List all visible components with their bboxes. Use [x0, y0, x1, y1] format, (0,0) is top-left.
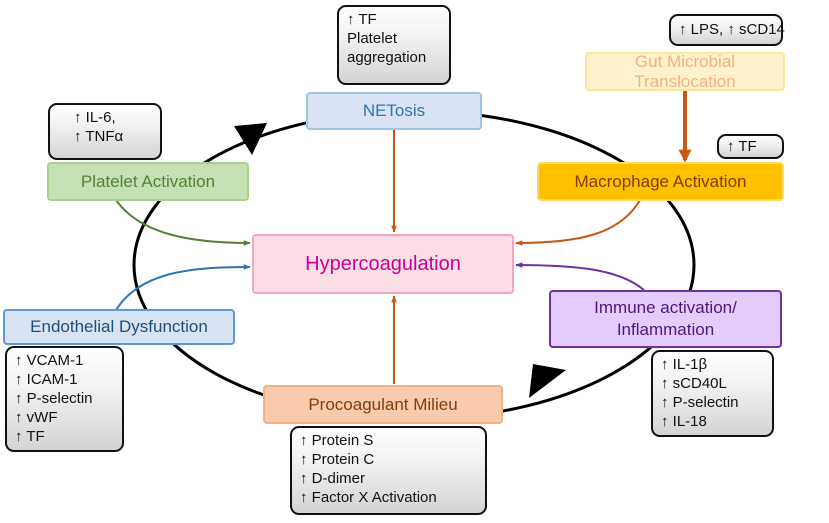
node-endothelial-label: Endothelial Dysfunction [30, 317, 208, 336]
node-hypercoagulation: Hypercoagulation [252, 234, 514, 294]
note-procoagulant: ↑ Protein S ↑ Protein C ↑ D-dimer ↑ Fact… [290, 426, 487, 515]
note-macrophage: ↑ TF [717, 134, 784, 159]
note-immune-line: ↑ P-selectin [661, 394, 739, 411]
note-endothelial-line: ↑ vWF [15, 409, 58, 426]
note-endothelial-line: ↑ ICAM-1 [15, 371, 78, 388]
node-macrophage-activation: Macrophage Activation [537, 162, 784, 201]
note-platelet-line: ↑ TNFα [74, 128, 124, 145]
note-platelet: ↑ IL-6, ↑ TNFα [48, 103, 162, 160]
note-immune: ↑ IL-1β ↑ sCD40L ↑ P-selectin ↑ IL-18 [651, 350, 774, 437]
cycle-arrow-upper-left [234, 123, 267, 155]
node-macrophage-label: Macrophage Activation [574, 171, 747, 191]
note-procoagulant-line: ↑ Factor X Activation [300, 489, 437, 506]
note-netosis-line: aggregation [347, 49, 427, 66]
node-platelet-activation: Platelet Activation [47, 162, 249, 201]
note-netosis-line: Platelet [347, 30, 398, 47]
note-immune-line: ↑ sCD40L [661, 375, 727, 392]
note-gut-line: ↑ LPS, ↑ sCD14 [679, 21, 785, 38]
node-endothelial-dysfunction: Endothelial Dysfunction [3, 309, 235, 345]
cycle-arrow-lower-right [529, 364, 566, 398]
note-procoagulant-line: ↑ D-dimer [300, 470, 366, 487]
arrow-macrophage-to-hypercoagulation [515, 199, 641, 246]
note-platelet-line: ↑ IL-6, [74, 109, 116, 126]
note-procoagulant-line: ↑ Protein C [300, 451, 375, 468]
node-procoagulant-milieu: Procoagulant Milieu [263, 385, 503, 424]
note-endothelial-line: ↑ VCAM-1 [15, 352, 84, 369]
note-endothelial-line: ↑ TF [15, 428, 45, 445]
node-gut-label: Gut Microbial Translocation [634, 51, 736, 91]
note-immune-line: ↑ IL-18 [661, 413, 707, 430]
node-gut-microbial-translocation: Gut Microbial Translocation [585, 52, 785, 91]
note-netosis-line: ↑ TF [347, 11, 377, 28]
node-immune-activation: Immune activation/ Inflammation [549, 290, 782, 348]
note-netosis: ↑ TF Platelet aggregation [337, 5, 451, 85]
note-immune-line: ↑ IL-1β [661, 356, 708, 373]
node-netosis: NETosis [306, 92, 482, 130]
node-netosis-label: NETosis [362, 101, 426, 120]
node-procoagulant-label: Procoagulant Milieu [308, 394, 458, 414]
node-platelet-label: Platelet Activation [80, 171, 216, 191]
note-endothelial-line: ↑ P-selectin [15, 390, 93, 407]
node-immune-label-line2: Inflammation [616, 320, 715, 339]
arrow-immune-to-hypercoagulation [515, 262, 645, 291]
arrow-platelet-to-hypercoagulation [115, 199, 251, 246]
note-endothelial: ↑ VCAM-1 ↑ ICAM-1 ↑ P-selectin ↑ vWF ↑ T… [5, 346, 124, 452]
arrow-endothelial-to-hypercoagulation [115, 264, 251, 311]
note-gut: ↑ LPS, ↑ sCD14 [669, 14, 785, 46]
node-immune-label-line1: Immune activation/ [594, 298, 737, 317]
node-hypercoagulation-label: Hypercoagulation [305, 252, 461, 275]
note-procoagulant-line: ↑ Protein S [300, 432, 374, 449]
note-macrophage-line: ↑ TF [727, 138, 757, 155]
